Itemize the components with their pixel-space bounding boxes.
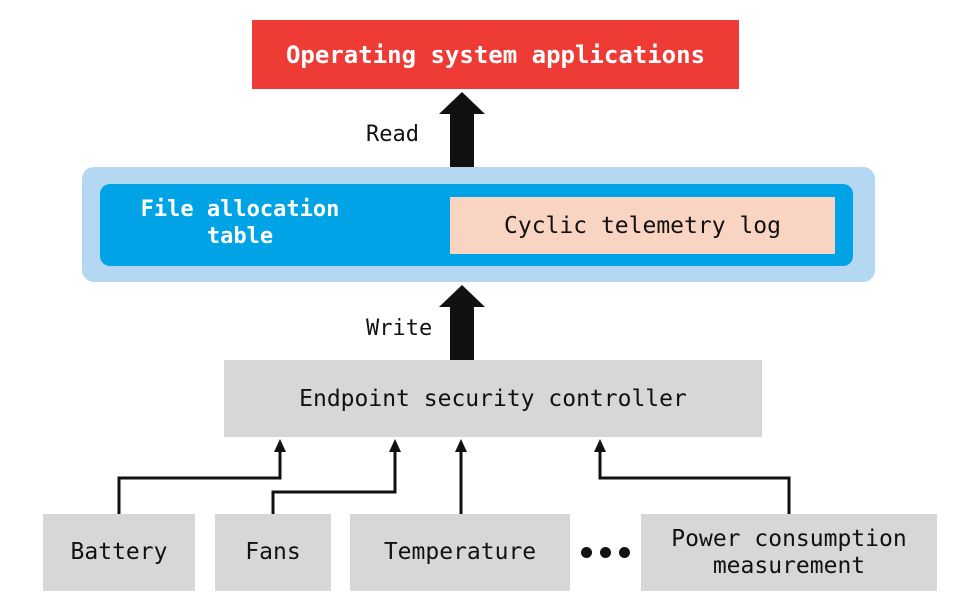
endpoint-security-controller-box: Endpoint security controller	[224, 360, 762, 437]
battery-arrowhead-icon	[274, 439, 286, 452]
cyclic-telemetry-log-label: Cyclic telemetry log	[504, 212, 781, 239]
fans-box: Fans	[215, 514, 331, 591]
fat-label-line1: File allocation	[140, 197, 340, 222]
battery-connector-line	[117, 452, 282, 514]
os-applications-label: Operating system applications	[285, 40, 706, 69]
read-arrow-icon	[439, 92, 485, 167]
cyclic-telemetry-log-box: Cyclic telemetry log	[450, 197, 835, 254]
fat-label-line2: table	[206, 224, 274, 249]
fans-label: Fans	[245, 539, 301, 565]
power-consumption-box: Power consumption measurement	[641, 514, 937, 591]
battery-box: Battery	[43, 514, 195, 591]
power-arrowhead-icon	[594, 439, 606, 452]
fans-arrowhead-icon	[389, 439, 401, 452]
write-label: Write	[366, 316, 433, 341]
ellipsis-dot-2	[600, 547, 611, 558]
temperature-box: Temperature	[350, 514, 570, 591]
temperature-arrowhead-icon	[455, 439, 467, 452]
file-allocation-table-label: File allocation table	[110, 196, 370, 250]
endpoint-security-controller-label: Endpoint security controller	[299, 385, 687, 412]
write-arrow-icon	[439, 285, 485, 360]
power-label-line2: measurement	[712, 552, 866, 579]
ellipsis-dot-3	[619, 547, 630, 558]
read-label: Read	[366, 122, 419, 147]
battery-label: Battery	[70, 539, 168, 565]
fans-connector-line	[271, 452, 397, 514]
os-applications-box: Operating system applications	[252, 20, 739, 89]
temperature-label: Temperature	[383, 539, 537, 565]
ellipsis-dot-1	[581, 547, 592, 558]
power-label-line1: Power consumption	[671, 525, 907, 552]
power-connector-line	[598, 452, 791, 514]
